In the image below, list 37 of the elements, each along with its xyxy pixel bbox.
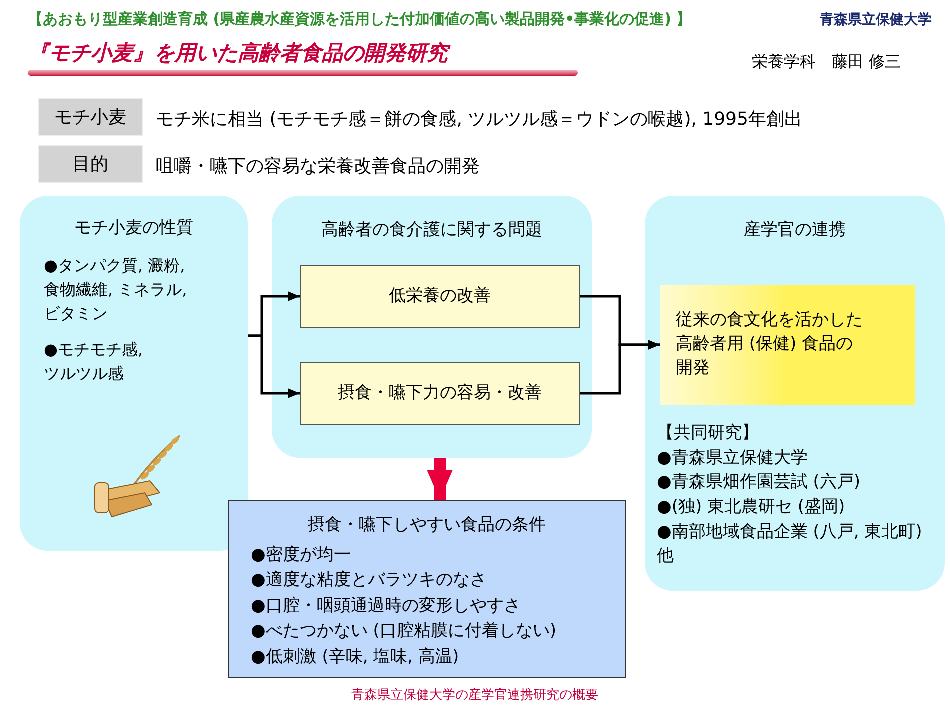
process-box: [300, 265, 580, 328]
panel-heading: モチ小麦の性質: [74, 217, 194, 240]
box-text: 従来の食文化を活かした高齢者用 (保健) 食品の開発: [676, 309, 864, 380]
bullet-text: ●モチモチ感, ツルツル感: [44, 338, 144, 384]
author-text: 栄養学科 藤田 修三: [752, 51, 902, 73]
info-panel: [645, 196, 945, 591]
section-heading: 【共同研究】: [657, 422, 759, 445]
block-arrow: [427, 458, 453, 500]
box-text: 低栄養の改善: [389, 284, 491, 308]
bullet-text: ●青森県畑作園芸試 (六戸): [657, 471, 861, 494]
conditions-box: [228, 500, 626, 678]
bullet-text: ●口腔・咽頭通過時の変形しやすさ: [251, 594, 521, 618]
connector-arrow: [248, 334, 300, 398]
info-panel: [272, 196, 592, 458]
panel-heading: 高齢者の食介護に関する問題: [322, 220, 542, 240]
box-text: 摂食・嚥下力の容易・改善: [338, 382, 542, 405]
header-text: 【あおもり型産業創造育成 (県産農水産資源を活用した付加価値の高い製品開発•事業化の促進) 】: [28, 9, 692, 30]
process-box: [300, 362, 580, 425]
tab-label: モチ小麦: [54, 106, 126, 130]
bullet-text: ●適度な粘度とバラツキのなさ: [251, 569, 487, 592]
caption: 青森県立保健大学の産学官連携研究の概要: [350, 687, 600, 705]
bullet-text: ●青森県立保健大学: [657, 446, 808, 470]
tab-label: 目的: [72, 152, 108, 176]
connector-arrow: [580, 340, 660, 395]
bullet-text: ●低刺激 (辛味, 塩味, 高温): [251, 646, 460, 668]
description-text: 咀嚼・嚥下の容易な栄養改善食品の開発: [156, 155, 480, 179]
info-panel: [20, 196, 248, 551]
bullet-text: ●南部地域食品企業 (八戸, 東北町) 他: [657, 520, 924, 568]
university-name: 青森県立保健大学: [820, 10, 932, 30]
bullet-text: ●密度が均一: [251, 544, 351, 566]
panel-heading: 産学官の連携: [744, 220, 846, 240]
box-heading: 摂食・嚥下しやすい食品の条件: [308, 514, 546, 537]
bullet-text: ●タンパク質, 澱粉, 食物繊維, ミネラル, ビタミン: [44, 254, 188, 324]
bullet-text: ●(独) 東北農研セ (盛岡): [657, 496, 846, 519]
bullet-text: ●べたつかない (口腔粘膜に付着しない): [251, 620, 557, 643]
description-text: モチ米に相当 (モチモチ感＝餅の食感, ツルツル感＝ウドンの喉越), 1995年創出: [156, 108, 802, 132]
highlight-box: [660, 285, 915, 405]
